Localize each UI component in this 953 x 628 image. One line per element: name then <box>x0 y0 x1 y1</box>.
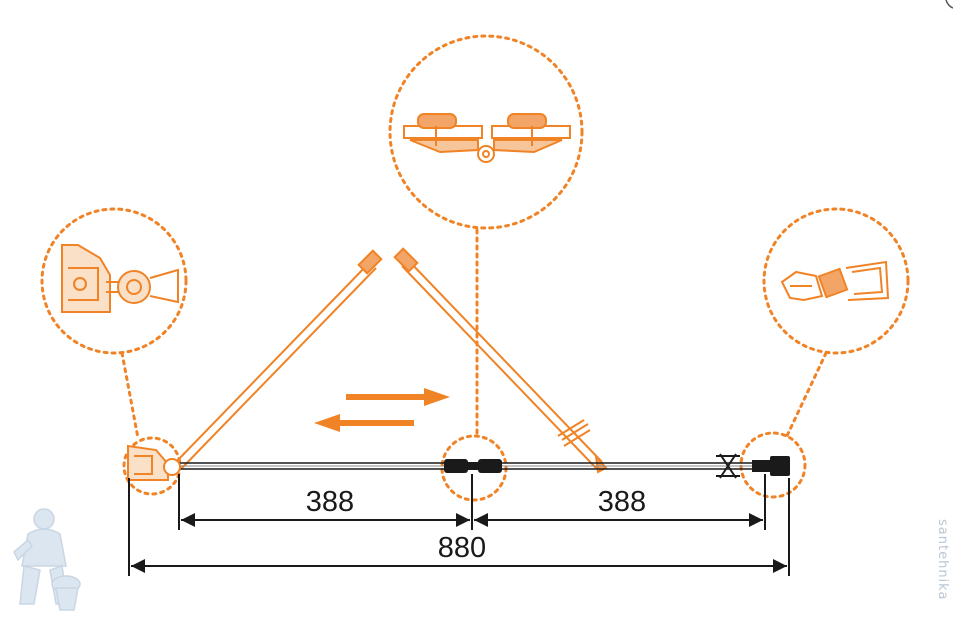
detail-circle-right <box>762 207 910 440</box>
left-door-panel-open <box>175 249 383 469</box>
detail-circle-top <box>388 34 584 440</box>
left-wall-profile-icon <box>127 444 181 481</box>
seal-marker-circle <box>739 431 807 499</box>
detail-circle-left <box>40 207 188 440</box>
dimension-left-label: 388 <box>306 486 354 518</box>
plumber-mascot-icon <box>13 508 81 611</box>
magnetic-seal-detail-icon <box>780 260 890 302</box>
center-marker-circle <box>440 434 508 502</box>
dimension-lines <box>128 474 790 576</box>
wall-profile-detail-icon <box>61 244 179 313</box>
right-handle-icon <box>716 453 740 479</box>
dimension-right-label: 388 <box>598 486 646 518</box>
right-magnetic-seal-icon <box>752 456 790 476</box>
corner-mark-icon <box>945 0 953 9</box>
watermark-side-text: santehnika <box>935 519 950 601</box>
center-seal-icon <box>444 459 502 473</box>
dimension-total-label: 880 <box>438 532 486 564</box>
double-arrow-icon <box>314 388 450 432</box>
right-door-panel-open <box>393 247 608 474</box>
center-seal-detail-icon <box>403 113 571 163</box>
